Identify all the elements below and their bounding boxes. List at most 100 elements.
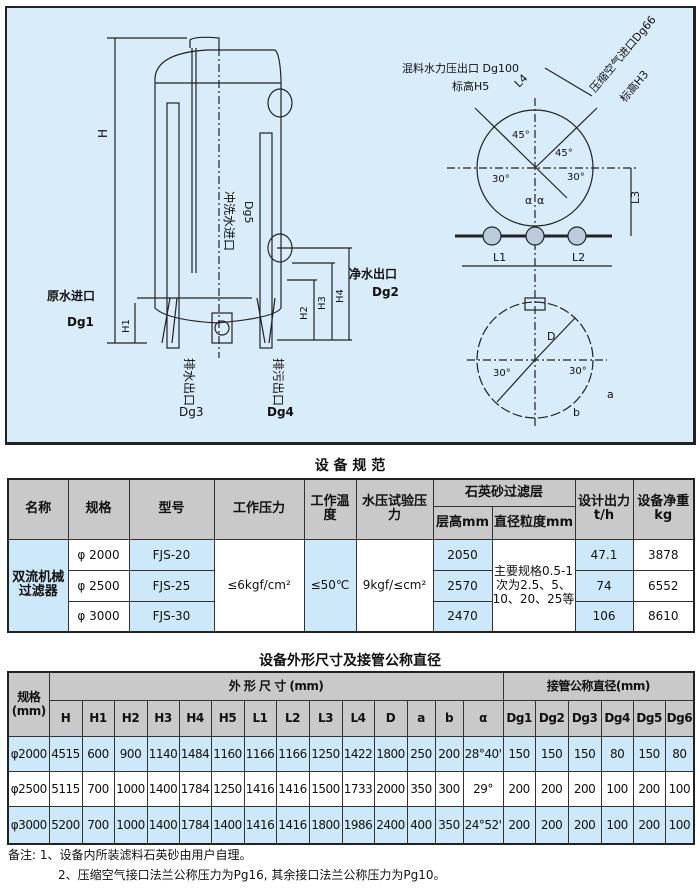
table-cell: 200: [434, 735, 464, 772]
label-dg2: Dg2: [372, 285, 399, 299]
cell-model: FJS-20: [128, 538, 215, 571]
dims-title: 设备外形尺寸及接管公称直径: [259, 653, 441, 669]
table-cell: 900: [113, 735, 148, 772]
label-h2: H2: [299, 306, 310, 320]
label-alpha: α: [525, 194, 532, 207]
table-cell: 1400: [146, 805, 180, 845]
table-cell: 1000: [113, 770, 148, 807]
table-cell: 150: [567, 735, 602, 772]
spec-title: 设 备 规 范: [314, 458, 386, 474]
column-header: H: [48, 699, 83, 737]
cell-pressure: ≤6kgf/cm²: [213, 538, 305, 633]
label-45deg-2: 45°: [555, 148, 573, 159]
tank-elevation: [107, 36, 352, 358]
column-header: L3: [308, 699, 343, 737]
table-cell: 1800: [373, 735, 408, 772]
header-temp: 工作温度: [303, 478, 357, 540]
tank-plan-view: [447, 67, 637, 428]
column-header: Dg6: [664, 699, 695, 737]
column-header: Dg2: [534, 699, 569, 737]
table-cell: 1484: [178, 735, 212, 772]
label-30deg-2: 30°: [567, 172, 585, 183]
diagram-drawing: H H1 H2 H3 H4 原水进口 Dg1 冲洗水进口 Dg5 净水出口 Dg…: [47, 13, 659, 428]
table-cell: 100: [600, 805, 634, 845]
column-header: D: [373, 699, 408, 737]
label-45deg: 45°: [512, 130, 530, 141]
label-clean-water-outlet: 净水出口: [349, 266, 397, 281]
column-header: H5: [210, 699, 245, 737]
label-mix-outlet: 混料水力压出口 Dg100: [402, 61, 519, 75]
table-cell: 80: [600, 735, 634, 772]
cell-size: φ3000: [7, 805, 50, 845]
table-cell: 350: [406, 770, 436, 807]
table-cell: 200: [534, 805, 569, 845]
note-1: 备注: 1、设备内所装滤料石英砂由用户自理。: [8, 848, 252, 862]
label-wash-inlet: 冲洗水进口: [222, 191, 237, 251]
table-cell: 5115: [48, 770, 83, 807]
table-cell: 200: [502, 770, 536, 807]
column-header: Dg1: [502, 699, 536, 737]
cell-weight: 3878: [632, 538, 695, 571]
column-header: L4: [341, 699, 375, 737]
column-header: H3: [146, 699, 180, 737]
label-30deg-4: 30°: [569, 366, 587, 377]
cell-size: φ 2000: [67, 538, 130, 571]
table-cell: 29°: [462, 770, 504, 807]
cell-layer-height: 2050: [432, 538, 493, 571]
table-cell: 300: [434, 770, 464, 807]
header-pipe-diameters: 接管公称直径(mm): [502, 671, 695, 701]
label-sewage-outlet: 排污出口: [271, 358, 285, 406]
label-h1: H1: [121, 319, 132, 333]
cell-model: FJS-30: [128, 600, 215, 633]
table-cell: 100: [664, 805, 695, 845]
table-cell: 2000: [373, 770, 408, 807]
label-b: b: [573, 406, 580, 419]
table-cell: 1166: [243, 735, 277, 772]
label-mix-elevation: 标高H5: [452, 79, 489, 93]
cell-grain: 主要规格0.5-1次为2.5、5、10、20、25等: [491, 538, 576, 633]
table-cell: 1416: [275, 770, 310, 807]
cell-temp: ≤50℃: [303, 538, 357, 633]
table-cell: 1416: [243, 805, 277, 845]
label-drain-outlet: 排水出口: [182, 358, 196, 406]
column-header: Dg4: [600, 699, 634, 737]
header-name: 名称: [7, 478, 69, 540]
table-cell: 100: [600, 770, 634, 807]
label-raw-water-inlet: 原水进口: [47, 288, 95, 303]
label-l3: L3: [629, 191, 642, 204]
cell-weight: 8610: [632, 600, 695, 633]
header-size: 规格: [67, 478, 130, 540]
column-header: α: [462, 699, 504, 737]
table-cell: 4515: [48, 735, 83, 772]
label-dg1: Dg1: [67, 315, 94, 329]
table-cell: 200: [502, 805, 536, 845]
table-cell: 1800: [308, 805, 343, 845]
table-cell: 150: [502, 735, 536, 772]
column-header: H1: [81, 699, 115, 737]
table-cell: 5200: [48, 805, 83, 845]
table-cell: 200: [534, 770, 569, 807]
label-30deg: 30°: [492, 174, 510, 185]
header-pressure: 工作压力: [213, 478, 305, 540]
table-cell: 250: [406, 735, 436, 772]
table-cell: 80: [664, 735, 695, 772]
label-h3: H3: [317, 296, 328, 310]
table-cell: 1784: [178, 770, 212, 807]
cell-test: 9kgf/≤cm²: [355, 538, 434, 633]
table-cell: 1416: [275, 805, 310, 845]
table-cell: 1416: [243, 770, 277, 807]
table-cell: 200: [567, 805, 602, 845]
column-header: a: [406, 699, 436, 737]
column-header: L1: [243, 699, 277, 737]
table-cell: 1000: [113, 805, 148, 845]
table-cell: 1160: [210, 735, 245, 772]
label-l1: L1: [493, 251, 506, 264]
cell-size: φ2500: [7, 770, 50, 807]
label-d: D: [547, 330, 555, 343]
column-header: Dg5: [632, 699, 666, 737]
column-header: H4: [178, 699, 212, 737]
